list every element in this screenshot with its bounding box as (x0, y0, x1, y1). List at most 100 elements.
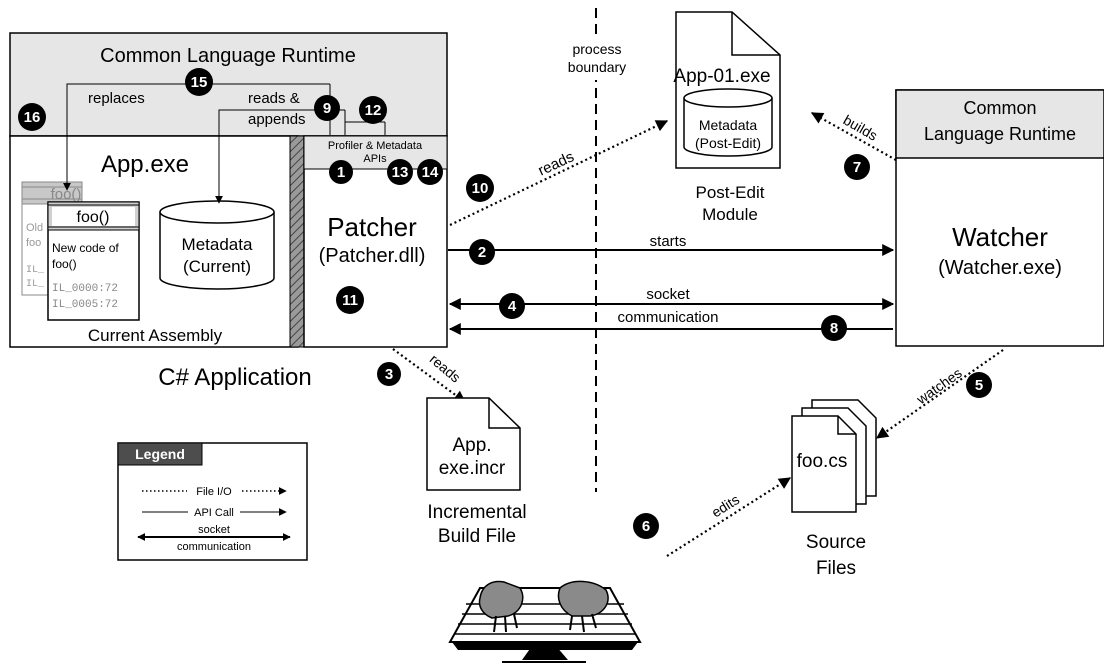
source-file-name: foo.cs (797, 451, 848, 472)
metadata-current-line1: Metadata (182, 235, 253, 254)
svg-text:13: 13 (392, 164, 409, 181)
step-badge-13: 13 (387, 159, 413, 185)
legend: Legend File I/O API Call socket communic… (117, 442, 308, 561)
step-badge-6: 6 (633, 513, 659, 539)
incr-file-caption2: Build File (438, 526, 516, 547)
metadata-current-line2: (Current) (183, 257, 251, 276)
app-exe-title: App.exe (101, 151, 189, 178)
clr-right-line1: Common (963, 98, 1036, 118)
post-edit-db-line2: (Post-Edit) (695, 135, 761, 151)
watches-label: watches (913, 365, 965, 408)
step-badge-7: 7 (844, 154, 870, 180)
new-method-line2: foo() (52, 257, 77, 271)
old-method-il2: IL_ (26, 279, 45, 290)
step-badge-4: 4 (499, 293, 525, 319)
step-badge-14: 14 (417, 159, 443, 185)
starts-label: starts (650, 233, 687, 250)
socket-label2: communication (618, 309, 719, 326)
legend-socket-label2: communication (177, 541, 251, 553)
new-method-il2: IL_0005:72 (52, 299, 118, 311)
post-edit-db-line1: Metadata (699, 117, 758, 133)
profiler-apis-band (303, 135, 448, 170)
svg-text:16: 16 (24, 109, 41, 126)
svg-text:5: 5 (975, 377, 983, 394)
svg-text:14: 14 (422, 164, 439, 181)
new-method-title: foo() (77, 209, 110, 226)
svg-text:2: 2 (478, 244, 486, 261)
new-method-line1: New code of (52, 241, 119, 255)
watches-arrow (876, 349, 1004, 439)
post-edit-caption2: Module (702, 205, 758, 224)
source-caption2: Files (816, 558, 856, 579)
new-method-il1: IL_0000:72 (52, 283, 118, 295)
hands-on-keyboard-icon (448, 580, 642, 663)
metadata-current-cylinder: Metadata (Current) (159, 200, 275, 290)
process-boundary-label-bg (558, 38, 636, 80)
process-boundary-label2: boundary (568, 59, 626, 75)
svg-text:1: 1 (337, 164, 345, 181)
clr-right-box (895, 89, 1104, 159)
legend-file-io-bg (187, 483, 241, 498)
post-edit-file-title: App-01.exe (673, 66, 770, 87)
profiler-apis-line2: APIs (363, 153, 387, 165)
step-badge-3: 3 (377, 362, 401, 386)
legend-file-io-label: File I/O (196, 486, 232, 498)
incr-file-line2: exe.incr (439, 458, 506, 479)
reads-appends-label2: appends (248, 111, 306, 128)
svg-text:4: 4 (508, 298, 517, 315)
step-badge-2: 2 (469, 239, 495, 265)
incr-file-caption1: Incremental (427, 502, 526, 523)
step-badge-9: 9 (314, 95, 340, 121)
step-badge-16: 16 (18, 103, 46, 131)
svg-text:6: 6 (642, 518, 650, 535)
reads-appends-connector (215, 109, 345, 204)
step-badge-12: 12 (359, 96, 387, 124)
old-method-text2: foo (26, 237, 41, 249)
legend-title: Legend (135, 446, 185, 462)
old-method-il1: IL_ (26, 265, 45, 276)
current-assembly-caption: Current Assembly (88, 326, 223, 345)
source-files-stack: foo.cs Source Files (791, 399, 877, 579)
new-method-page: foo() New code of foo() IL_0000:72 IL_00… (47, 201, 140, 321)
svg-text:11: 11 (342, 292, 358, 309)
patcher-title: Patcher (327, 212, 417, 242)
step-badge-10: 10 (466, 174, 494, 202)
hatched-separator (289, 135, 305, 348)
incremental-build-file: App. exe.incr Incremental Build File (426, 397, 527, 547)
replaces-label: replaces (88, 90, 145, 107)
csharp-application-label: C# Application (158, 364, 311, 391)
step-badge-11: 11 (336, 286, 364, 314)
step-badge-8: 8 (821, 315, 847, 341)
builds-arrow (810, 112, 897, 161)
svg-text:8: 8 (830, 320, 838, 337)
legend-api-label: API Call (194, 507, 234, 519)
svg-text:12: 12 (365, 102, 382, 119)
step-badges: 1 2 3 4 5 6 7 8 9 10 11 12 13 14 15 16 (18, 68, 992, 539)
reads-appends-label1: reads & (248, 90, 300, 107)
reads-post-edit-arrow (449, 120, 669, 226)
patcher-subtitle: (Patcher.dll) (319, 245, 426, 267)
incr-file-line1: App. (452, 435, 491, 456)
step-badge-15: 15 (185, 68, 213, 96)
reads-top-label: reads (535, 148, 576, 179)
edits-label: edits (709, 491, 743, 520)
watcher-title: Watcher (952, 222, 1048, 252)
process-boundary-label1: process (572, 41, 621, 57)
clr-right-line2: Language Runtime (924, 124, 1076, 144)
profiler-apis-line1: Profiler & Metadata (328, 140, 423, 152)
step-badge-5: 5 (966, 372, 992, 398)
legend-api-bg (188, 504, 240, 519)
old-method-text1: Old (26, 222, 43, 234)
legend-header (117, 442, 203, 466)
clr-left-title: Common Language Runtime (100, 45, 356, 67)
legend-socket-label1: socket (198, 524, 230, 536)
edits-arrow (666, 477, 792, 557)
watcher-box: Common Language Runtime Watcher (Watcher… (895, 89, 1104, 347)
old-method-title: foo() (51, 186, 82, 203)
watcher-subtitle: (Watcher.exe) (938, 257, 1062, 279)
reads-bottom-label: reads (427, 351, 464, 386)
svg-text:3: 3 (385, 366, 393, 383)
step-badge-1: 1 (329, 160, 353, 184)
svg-text:15: 15 (191, 74, 208, 91)
